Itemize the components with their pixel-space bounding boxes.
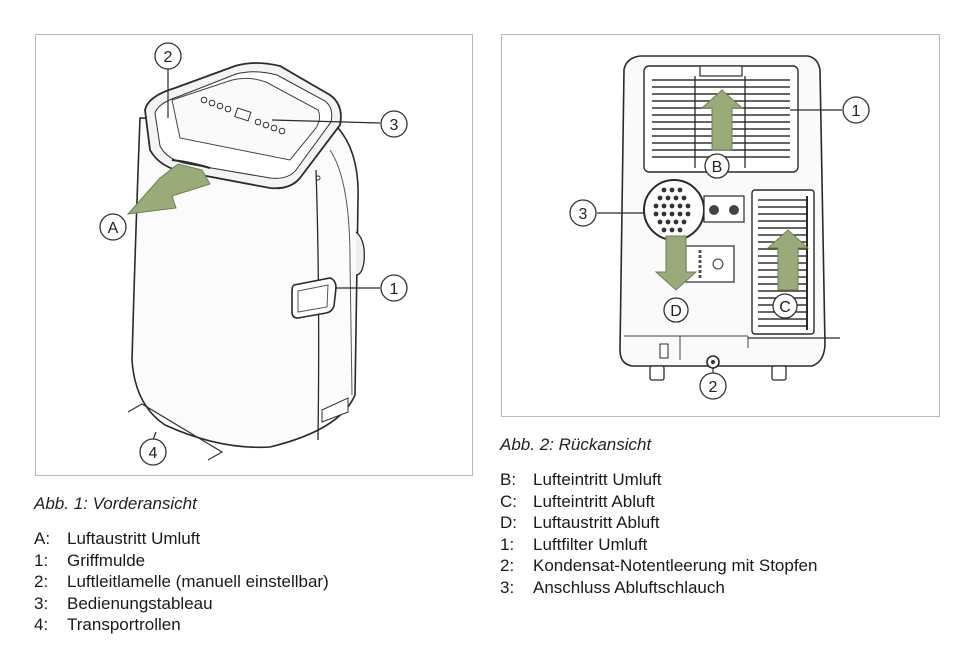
callout-d-fig2: D <box>663 297 689 323</box>
arrow-intake-exhaust <box>766 229 810 291</box>
legend-item: A: Luftaustritt Umluft <box>34 528 329 550</box>
foot-left <box>649 365 665 381</box>
arrow-air-outlet <box>126 163 211 215</box>
control-buttons <box>200 96 286 135</box>
legend-item: 4: Transportrollen <box>34 614 329 636</box>
legend-item: 3: Bedienungstableau <box>34 593 329 615</box>
legend-text: Bedienungstableau <box>67 593 213 613</box>
caption-front-view: Abb. 1: Vorderansicht <box>34 494 197 513</box>
legend-item: 2: Luftleitlamelle (manuell einstellbar) <box>34 571 329 593</box>
legend-text: Lufteintritt Abluft <box>533 491 655 511</box>
legend-key: 2: <box>500 556 515 575</box>
legend-item: B: Lufteintritt Umluft <box>500 469 817 491</box>
grip-handle <box>291 277 337 319</box>
legend-item: D: Luftaustritt Abluft <box>500 512 817 534</box>
foot-right <box>771 365 787 381</box>
svg-text:1: 1 <box>852 103 861 120</box>
legend-item: C: Lufteintritt Abluft <box>500 491 817 513</box>
callout-4-fig1: 4 <box>139 438 167 466</box>
svg-text:2: 2 <box>164 49 173 66</box>
legend-key: 2: <box>34 572 49 591</box>
callout-3-fig2: 3 <box>569 199 597 227</box>
legend-item: 1: Griffmulde <box>34 550 329 572</box>
legend-text: Lufteintritt Umluft <box>533 470 662 489</box>
svg-text:4: 4 <box>149 445 158 462</box>
legend-item: 3: Anschluss Abluftschlauch <box>500 577 817 599</box>
svg-text:A: A <box>108 220 119 237</box>
svg-text:2: 2 <box>709 379 718 396</box>
legend-key: A: <box>34 529 51 548</box>
legend-text: Transportrollen <box>67 615 181 634</box>
svg-text:3: 3 <box>579 206 588 223</box>
legend-key: B: <box>500 470 517 489</box>
legend-text: Luftaustritt Abluft <box>533 513 660 532</box>
round-grille-pattern <box>653 187 691 233</box>
callout-c-fig2: C <box>772 293 798 319</box>
caption-rear-view: Abb. 2: Rückansicht <box>500 435 652 454</box>
drain-panel <box>685 245 735 283</box>
legend-key: 3: <box>34 593 49 613</box>
arrow-intake-recirc <box>700 89 744 151</box>
legend-key: C: <box>500 491 517 511</box>
legend-text: Luftfilter Umluft <box>533 534 648 554</box>
svg-text:D: D <box>670 303 682 320</box>
legend-key: 1: <box>500 534 515 554</box>
callout-2-fig2: 2 <box>699 372 727 400</box>
svg-text:3: 3 <box>390 117 399 134</box>
legend-key: 1: <box>34 550 49 570</box>
legend-front-view: A: Luftaustritt Umluft 1: Griffmulde 2: Luf… <box>34 528 329 636</box>
legend-text: Luftaustritt Umluft <box>67 529 201 548</box>
legend-item: 2: Kondensat-Notentleerung mit Stopfen <box>500 555 817 577</box>
rollers-bracket <box>127 403 224 461</box>
side-knob <box>355 231 365 276</box>
callout-1-fig2: 1 <box>842 96 870 124</box>
control-panel <box>171 77 321 161</box>
legend-text: Kondensat-Notentleerung mit Stopfen <box>533 556 818 575</box>
legend-item: 1: Luftfilter Umluft <box>500 534 817 556</box>
svg-text:B: B <box>712 159 723 176</box>
legend-key: D: <box>500 513 517 532</box>
unit-body <box>131 117 359 449</box>
legend-text: Luftleitlamelle (manuell einstellbar) <box>67 572 329 591</box>
legend-rear-view: B: Lufteintritt Umluft C: Lufteintritt Abl… <box>500 469 817 598</box>
callout-b-fig2: B <box>704 153 730 179</box>
legend-key: 3: <box>500 577 515 597</box>
air-louvre <box>171 159 211 169</box>
callout-a-fig1: A <box>99 213 127 241</box>
legend-text: Griffmulde <box>67 550 146 570</box>
legend-text: Anschluss Abluftschlauch <box>533 577 725 597</box>
svg-text:C: C <box>779 299 791 316</box>
callout-2-fig1: 2 <box>154 42 182 70</box>
arrow-exhaust-out <box>654 235 698 291</box>
callout-1-fig1: 1 <box>380 274 408 302</box>
svg-text:1: 1 <box>390 281 399 298</box>
legend-key: 4: <box>34 615 49 634</box>
callout-3-fig1: 3 <box>380 110 408 138</box>
